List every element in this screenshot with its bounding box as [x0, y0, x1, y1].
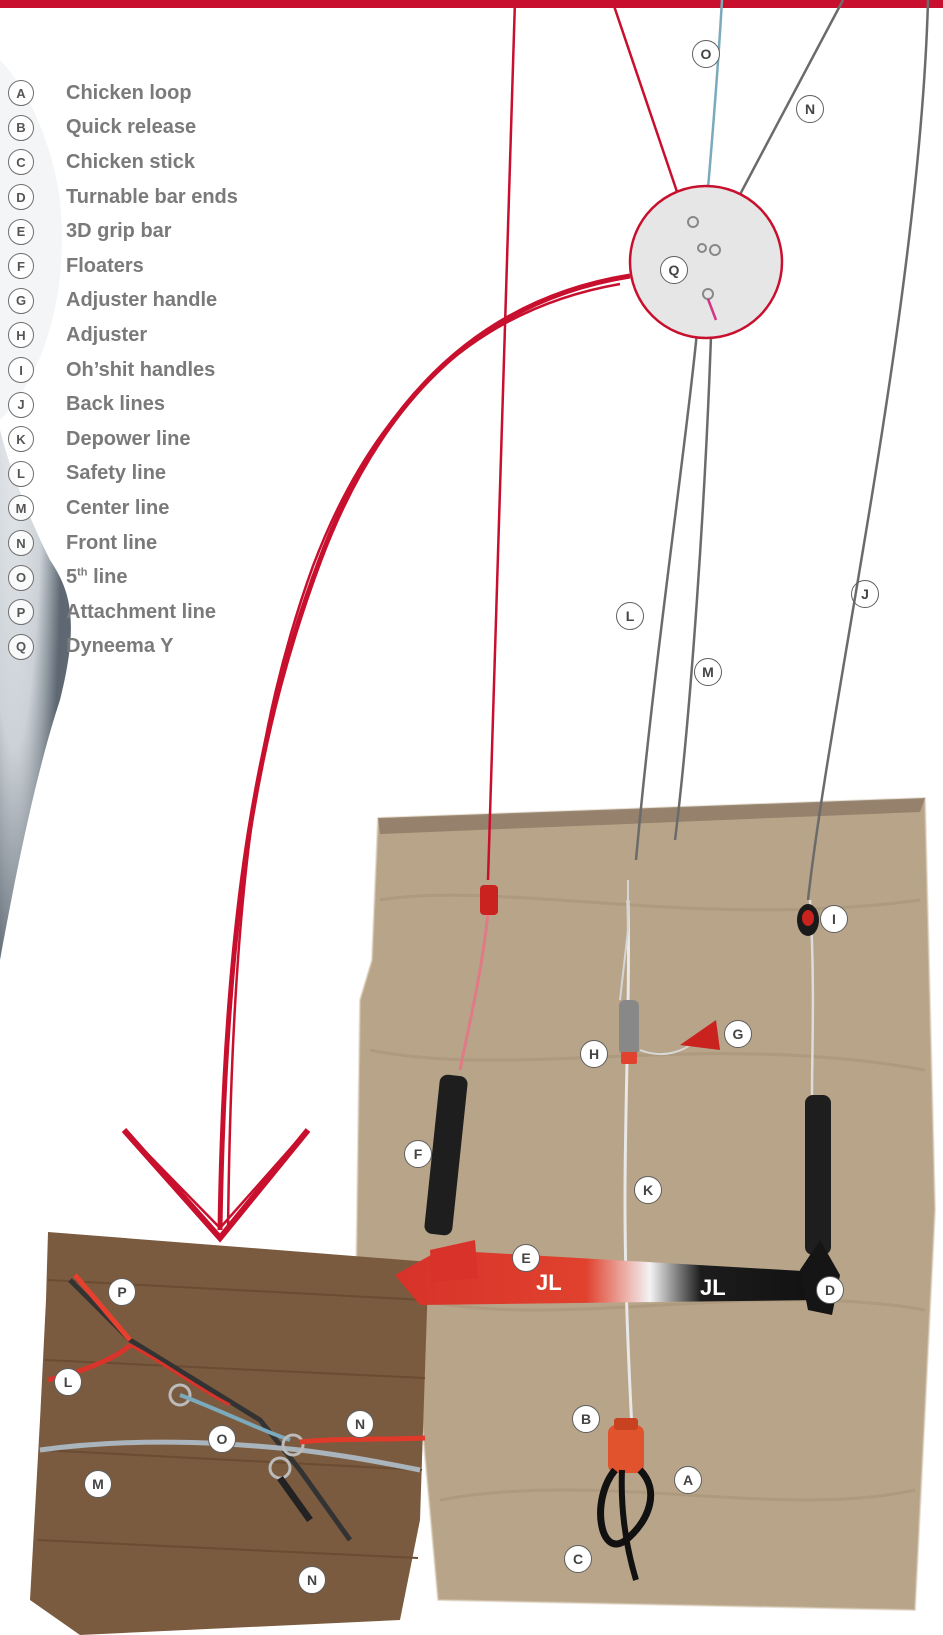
- legend-letter-badge: L: [8, 461, 34, 487]
- legend-label: Chicken loop: [66, 82, 192, 105]
- marker-h-bar: H: [580, 1040, 608, 1068]
- legend-label-superscript: th: [77, 566, 87, 578]
- marker-g-bar: G: [724, 1020, 752, 1048]
- legend-letter-badge: K: [8, 426, 34, 452]
- center-line: [675, 306, 712, 840]
- legend-item: N Front line: [8, 526, 308, 561]
- marker-o-inset: O: [208, 1425, 236, 1453]
- legend-item: M Center line: [8, 491, 308, 526]
- marker-n-inset-top: N: [346, 1410, 374, 1438]
- marker-a-bar: A: [674, 1466, 702, 1494]
- legend-item: D Turnable bar ends: [8, 180, 308, 215]
- legend-label: Quick release: [66, 116, 196, 139]
- legend-label: Attachment line: [66, 601, 216, 624]
- dyneema-y-zoom-circle: [630, 186, 782, 338]
- legend-item: O 5th line: [8, 560, 308, 595]
- legend-letter-badge: H: [8, 322, 34, 348]
- marker-k-bar: K: [634, 1176, 662, 1204]
- marker-j-line: J: [851, 580, 879, 608]
- legend-item: L Safety line: [8, 457, 308, 492]
- marker-n-top: N: [796, 95, 824, 123]
- legend-letter-badge: O: [8, 565, 34, 591]
- legend-label: Dyneema Y: [66, 635, 173, 658]
- marker-f-bar: F: [404, 1140, 432, 1168]
- legend-label: Safety line: [66, 462, 166, 485]
- legend-letter-badge: J: [8, 392, 34, 418]
- legend-item: B Quick release: [8, 111, 308, 146]
- marker-m-inset: M: [84, 1470, 112, 1498]
- legend-label: Depower line: [66, 428, 190, 451]
- legend-item: E 3D grip bar: [8, 214, 308, 249]
- back-line-right: [808, 0, 928, 900]
- marker-l-inset: L: [54, 1368, 82, 1396]
- legend-letter-badge: Q: [8, 634, 34, 660]
- marker-l-line: L: [616, 602, 644, 630]
- legend-letter-badge: M: [8, 495, 34, 521]
- legend-item: H Adjuster: [8, 318, 308, 353]
- legend-item: Q Dyneema Y: [8, 630, 308, 665]
- marker-d-bar: D: [816, 1276, 844, 1304]
- marker-c-bar: C: [564, 1545, 592, 1573]
- legend-item: J Back lines: [8, 387, 308, 422]
- legend-label-suffix: line: [88, 566, 128, 588]
- svg-text:JL: JL: [700, 1275, 726, 1300]
- legend-label: Adjuster: [66, 324, 147, 347]
- legend-letter-badge: P: [8, 599, 34, 625]
- safety-line: [636, 300, 700, 860]
- marker-n-inset-bottom: N: [298, 1566, 326, 1594]
- legend-item: I Oh’shit handles: [8, 353, 308, 388]
- legend-letter-badge: I: [8, 357, 34, 383]
- legend-label: 3D grip bar: [66, 220, 172, 243]
- legend-label: Center line: [66, 497, 169, 520]
- marker-p-inset: P: [108, 1278, 136, 1306]
- pink-line-red: [488, 0, 515, 880]
- legend-letter-badge: E: [8, 219, 34, 245]
- legend-letter-badge: D: [8, 184, 34, 210]
- legend-item: P Attachment line: [8, 595, 308, 630]
- marker-b-bar: B: [572, 1405, 600, 1433]
- legend-letter-badge: N: [8, 530, 34, 556]
- marker-m-line: M: [694, 658, 722, 686]
- legend-letter-badge: C: [8, 149, 34, 175]
- svg-text:JL: JL: [536, 1270, 562, 1295]
- legend-item: C Chicken stick: [8, 145, 308, 180]
- legend-label: Front line: [66, 532, 157, 555]
- top-brand-band: [0, 0, 943, 8]
- legend-label: Floaters: [66, 255, 144, 278]
- legend-label: Oh’shit handles: [66, 359, 215, 382]
- legend-label: Chicken stick: [66, 151, 195, 174]
- legend-item: K Depower line: [8, 422, 308, 457]
- legend-letter-badge: F: [8, 253, 34, 279]
- legend-letter-badge: G: [8, 288, 34, 314]
- legend-letter-badge: A: [8, 80, 34, 106]
- legend-label: 5th line: [66, 566, 128, 589]
- legend-item: F Floaters: [8, 249, 308, 284]
- legend-label-base: 5: [66, 566, 77, 588]
- marker-o-top: O: [692, 40, 720, 68]
- legend-label: Turnable bar ends: [66, 186, 238, 209]
- legend-item: G Adjuster handle: [8, 284, 308, 319]
- marker-e-bar: E: [512, 1244, 540, 1272]
- legend-label: Back lines: [66, 393, 165, 416]
- legend-letter-badge: B: [8, 115, 34, 141]
- marker-i-bar: I: [820, 905, 848, 933]
- legend-item: A Chicken loop: [8, 76, 308, 111]
- marker-q-circle: Q: [660, 256, 688, 284]
- legend-label: Adjuster handle: [66, 289, 217, 312]
